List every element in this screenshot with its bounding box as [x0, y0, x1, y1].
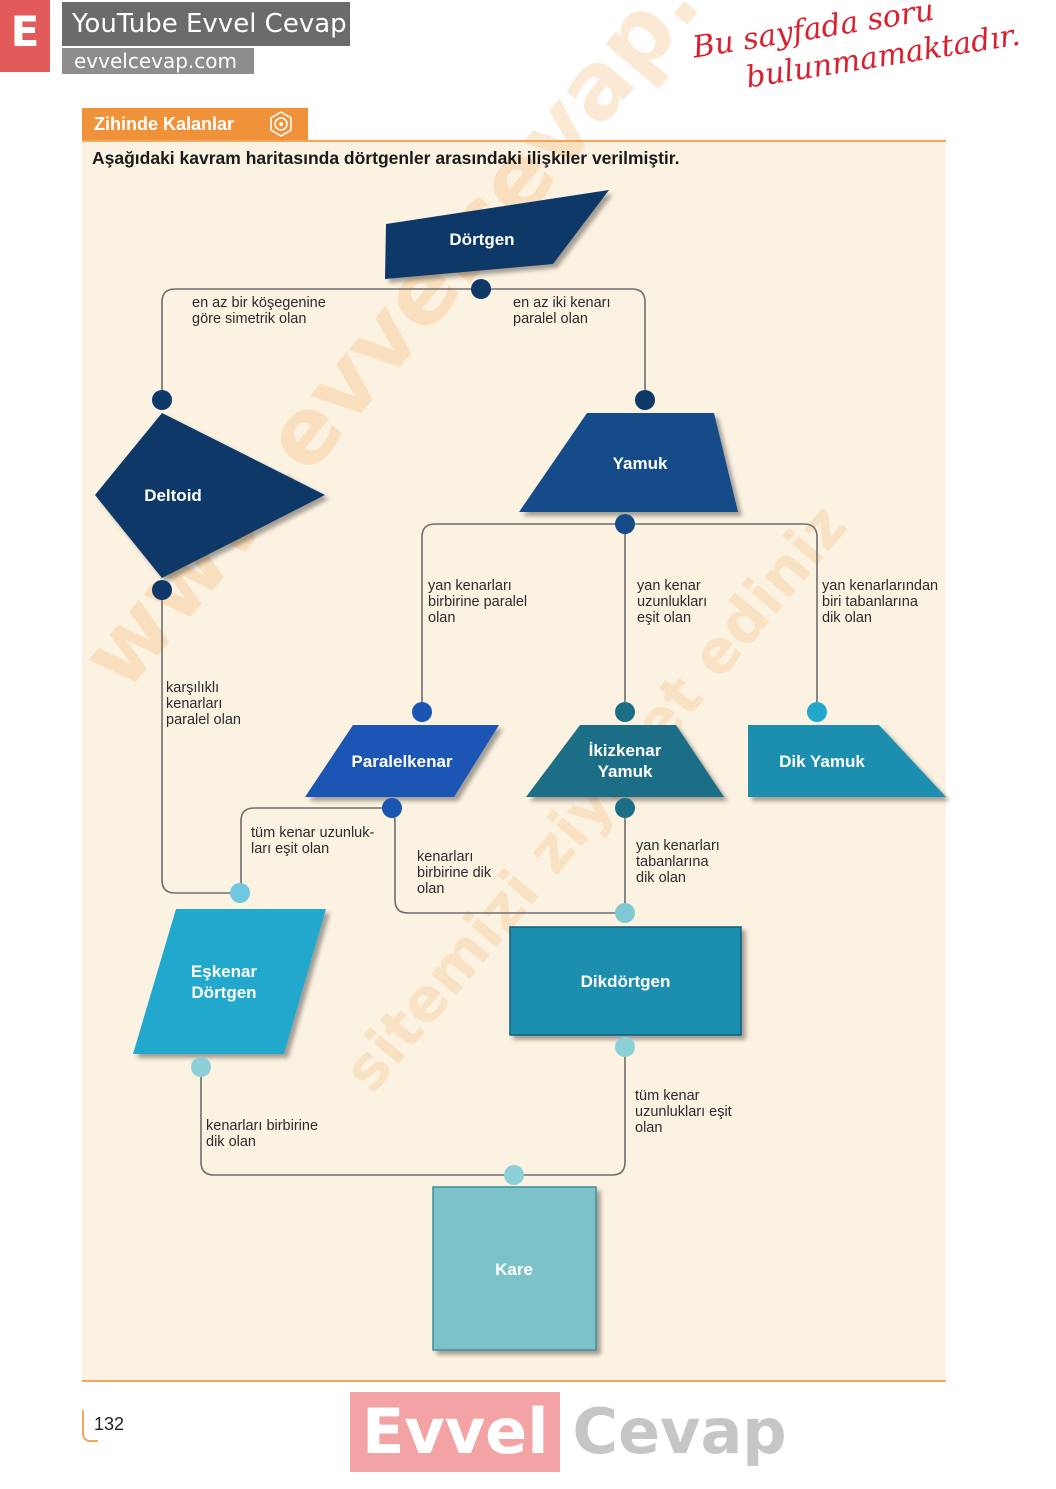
edge-label-tum-esit-2: tüm kenar uzunlukları eşit olan [635, 1088, 732, 1136]
edge-label-yan-dik: yan kenarlarından biri tabanlarına dik o… [822, 578, 939, 626]
section-tag-label: Zihinde Kalanlar [94, 114, 235, 134]
edge-label-kenar-dik-1: kenarları birbirine dik olan [417, 849, 492, 897]
target-icon [270, 111, 292, 137]
edge-deltoid-eskenar [161, 590, 240, 894]
edge-label-yan-esit: yan kenar uzunlukları eşit olan [637, 578, 708, 626]
node-deltoid-shape [95, 413, 325, 578]
dot-dikyamuk-top [807, 702, 827, 722]
edge-dikdortgen-kare [514, 1047, 626, 1176]
node-kare-label: Kare [495, 1260, 533, 1279]
edge-yamuk-dikyamuk [625, 523, 818, 712]
bottom-rule [82, 1380, 946, 1382]
node-ikizkenar-shape [526, 725, 724, 797]
channel-title: YouTube Evvel Cevap [62, 2, 350, 46]
node-dikyamuk-label: Dik Yamuk [779, 752, 865, 771]
dot-paralelkenar-top [412, 702, 432, 722]
intro-text: Aşağıdaki kavram haritasında dörtgenler … [92, 148, 680, 168]
dot-yamuk-bottom [615, 514, 635, 534]
node-deltoid-label: Deltoid [144, 486, 202, 505]
node-dortgen-shape [385, 190, 609, 279]
brand-logo-left: Evvel [350, 1392, 561, 1472]
node-ikizkenar-label: İkizkenar Yamuk [588, 741, 662, 781]
node-dortgen-label: Dörtgen [449, 230, 515, 249]
node-paralelkenar-label: Paralelkenar [351, 752, 453, 771]
edge-dortgen-yamuk [481, 288, 646, 400]
connector-dots [152, 279, 827, 1185]
edge-label-kenar-dik-2: kenarları birbirine dik olan [206, 1118, 319, 1150]
edge-dortgen-deltoid [161, 288, 481, 400]
section-tag: Zihinde Kalanlar [82, 108, 308, 140]
dot-dikdortgen-bottom [615, 1037, 635, 1057]
dot-dikdortgen-top [615, 903, 635, 923]
page-number-bracket [82, 1410, 98, 1442]
node-paralelkenar-shape [305, 725, 499, 797]
node-dikdortgen-label: Dikdörtgen [580, 972, 671, 991]
dot-deltoid-bottom [152, 580, 172, 600]
edge-label-yan-paralel: yan kenarları birbirine paralel olan [428, 578, 528, 626]
node-eskenar-label: Eşkenar Dörtgen [190, 962, 258, 1002]
edge-label-paralel: en az iki kenarı paralel olan [513, 295, 611, 327]
edge-label-tum-esit-1: tüm kenar uzunluk- ları eşit olan [251, 825, 375, 857]
site-url: evvelcevap.com [62, 48, 254, 74]
section-rule [82, 140, 946, 142]
dot-yamuk-top [635, 390, 655, 410]
edge-paralelkenar-eskenar [240, 807, 392, 893]
dot-eskenar-top [230, 883, 250, 903]
node-dikyamuk-shape [748, 725, 946, 797]
dot-ikizkenar-bottom [615, 798, 635, 818]
edge-label-simetrik: en az bir köşegenine göre simetrik olan [192, 295, 326, 327]
node-kare-shape [432, 1186, 597, 1351]
dot-paralelkenar-bottom [382, 798, 402, 818]
edge-label-taban-dik: yan kenarları tabanlarına dik olan [636, 838, 720, 886]
evvel-logo: E [0, 0, 50, 72]
dot-dortgen-bottom [471, 279, 491, 299]
edge-yamuk-paralelkenar [421, 523, 625, 712]
brand-logo-right: Cevap [572, 1395, 787, 1468]
dot-kare-top [504, 1165, 524, 1185]
dot-eskenar-bottom [191, 1057, 211, 1077]
dot-ikizkenar-top [615, 702, 635, 722]
edge-eskenar-kare [200, 1067, 514, 1176]
node-eskenar-shape [133, 909, 326, 1054]
node-yamuk-label: Yamuk [612, 454, 668, 473]
edge-label-karsilikli: karşılıklı kenarları paralel olan [166, 680, 241, 728]
node-yamuk-shape [519, 413, 738, 512]
node-dikdortgen-shape [509, 926, 742, 1036]
dot-deltoid-top [152, 390, 172, 410]
page-number: 132 [94, 1414, 125, 1434]
